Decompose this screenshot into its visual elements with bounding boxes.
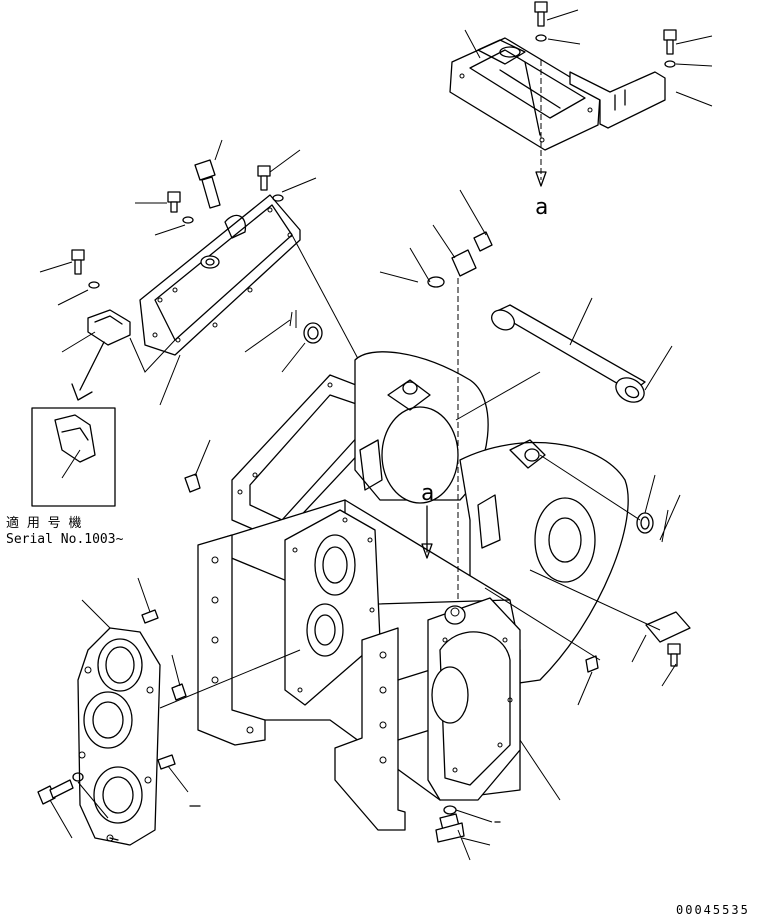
cover-bolt-b <box>167 191 194 224</box>
shaft <box>491 304 646 403</box>
serial-note-title: 適 用 号 機 <box>6 515 81 531</box>
seal-ring-upper <box>303 322 323 344</box>
top-bolt-1 <box>534 1 548 42</box>
main-housing <box>197 351 629 831</box>
seal-ring-right <box>636 512 654 534</box>
cover-clip <box>87 309 131 346</box>
ref-letter-a-mid: a <box>421 481 434 506</box>
top-cover-plate <box>449 37 601 151</box>
side-bolt <box>667 643 681 667</box>
front-bolt <box>37 772 84 805</box>
drain-plug-bottom <box>435 805 465 843</box>
drain-plug-right <box>585 655 599 673</box>
breather-bolt <box>427 231 493 288</box>
cover-bolt-a <box>257 165 284 202</box>
cover-stud <box>171 683 187 701</box>
housing-bolt-left <box>184 473 201 493</box>
serial-note-number: Serial No.1003~ <box>6 532 124 547</box>
dowel-pin-lower <box>157 754 176 770</box>
ref-letter-a-top: a <box>535 195 548 220</box>
plug-bolt <box>194 159 221 209</box>
front-gear-cover <box>77 627 161 846</box>
cover-bolt-c <box>71 249 100 289</box>
detail-box <box>31 407 116 507</box>
side-cover-plate <box>645 611 691 643</box>
top-bracket <box>569 71 666 129</box>
drawing-code: 00045535 <box>676 903 750 917</box>
inspection-cover <box>139 194 301 356</box>
dowel-pin-upper <box>141 609 159 624</box>
top-bolt-2 <box>663 29 677 68</box>
